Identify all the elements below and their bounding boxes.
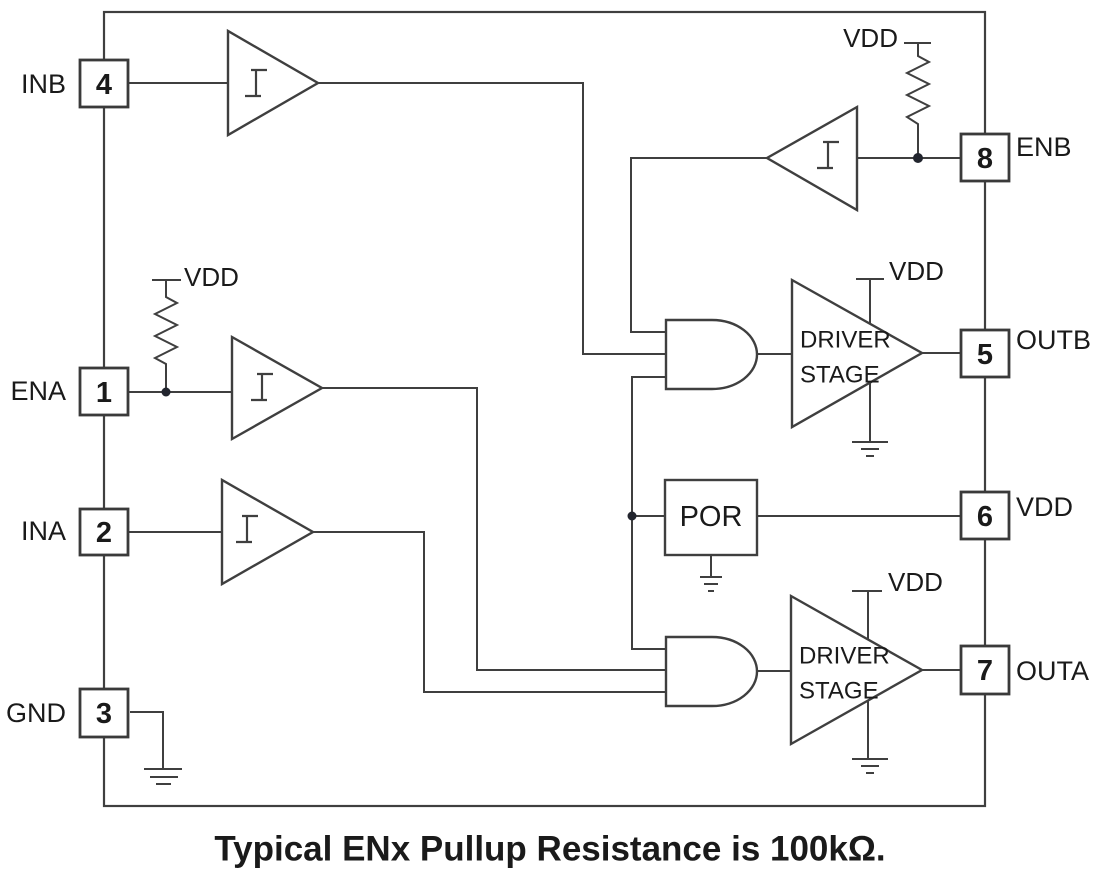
schmitt-buffer-ina [220,477,316,587]
pin-5-box [959,328,1011,379]
por-block [663,478,759,557]
pin-inb-label: INB [21,69,66,99]
wire-por-bus [631,376,666,650]
pin-5-number: 5 [977,339,993,371]
driver-stage-a [789,593,925,747]
ena-pullup-vdd-label: VDD [184,262,239,292]
driver-stage-b-label-line1: DRIVER [800,327,891,354]
schmitt-hysteresis-icon [245,68,267,98]
driver-a-vdd-label: VDD [888,567,943,597]
pin-3-number: 3 [96,698,112,730]
pin-1-box [78,366,130,417]
driver-stage-a-label-line2: STAGE [799,678,879,705]
pin-7-box [959,644,1011,696]
pin-enb-label: ENB [1016,132,1072,162]
pin-gnd: 3 GND [6,687,130,739]
pin-1-number: 1 [96,377,112,409]
wire-gnd-stub [130,711,164,769]
pin-vdd: 6 VDD [959,490,1073,541]
pin-ina: 2 INA [21,507,130,557]
pin-2-number: 2 [96,517,112,549]
pin-4-number: 4 [96,69,112,101]
resistor-ena-pullup-icon [152,279,181,392]
schmitt-buffer-ena [230,334,325,442]
and-gate-b [664,318,759,391]
pin-ina-label: INA [21,516,66,546]
wire-ena-to-andgate-a [322,387,666,671]
driver-stage-a-label-line1: DRIVER [799,643,890,670]
wire-ina-to-andgate-a [313,531,666,693]
junction-dot [627,511,637,521]
pin-7-number: 7 [977,655,993,687]
pin-outb-label: OUTB [1016,325,1091,355]
pin-vdd-label: VDD [1016,492,1073,522]
ground-icon [852,441,888,457]
schmitt-buffer-inb [226,28,321,138]
ground-icon [144,768,182,785]
driver-stage-b [790,277,925,430]
junction-dot [161,387,171,397]
pin-8-box [959,132,1011,183]
wires [128,82,961,769]
pin-ena-label: ENA [10,376,66,406]
pin-3-box [78,687,130,739]
diagram-caption: Typical ENx Pullup Resistance is 100kΩ. [214,830,885,869]
schmitt-buffer-enb-reversed [764,104,859,213]
enb-pullup-vdd-label: VDD [843,23,898,53]
schmitt-hysteresis-icon [817,140,839,170]
pin-outb: 5 OUTB [959,325,1091,379]
resistor-enb-pullup-icon [904,42,932,158]
and-gate-a [664,635,759,708]
pin-enb: 8 ENB [959,132,1072,183]
pin-inb: 4 INB [21,58,130,109]
pin-2-box [78,507,130,557]
pin-ena: 1 ENA [10,366,130,417]
driver-b-vdd-label: VDD [889,256,944,286]
por-block-label: POR [680,501,743,533]
pin-outa: 7 OUTA [959,644,1089,696]
junction-dot [913,153,923,163]
schmitt-hysteresis-icon [251,372,273,402]
pin-6-number: 6 [977,501,993,533]
pin-6-box [959,490,1011,541]
pin-8-number: 8 [977,143,993,175]
wire-inb-to-andgate-b [318,82,666,355]
ground-icon [700,576,722,592]
pin-gnd-label: GND [6,698,66,728]
pin-outa-label: OUTA [1016,656,1089,686]
schmitt-hysteresis-icon [236,514,258,544]
ground-icon [852,758,888,774]
wire-enb-to-andgate-b [630,157,767,333]
driver-stage-b-label-line2: STAGE [800,362,880,389]
pin-4-box [78,58,130,109]
